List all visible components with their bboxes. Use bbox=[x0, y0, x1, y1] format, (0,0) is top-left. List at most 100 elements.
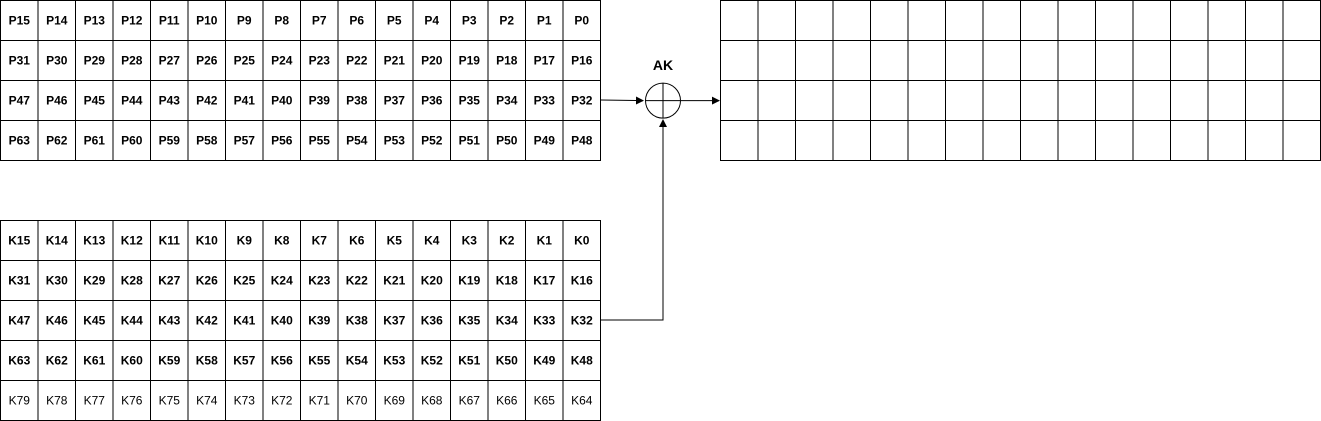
key-cell bbox=[0, 260, 39, 301]
key-cell-label: K79 bbox=[9, 394, 31, 408]
key-cell bbox=[112, 260, 151, 301]
output-cell bbox=[1020, 80, 1059, 121]
plaintext-cell-label: P2 bbox=[499, 14, 514, 28]
key-cell-label: K15 bbox=[8, 234, 30, 248]
plaintext-cell bbox=[487, 0, 526, 41]
plaintext-cell-label: P29 bbox=[84, 54, 106, 68]
key-cell bbox=[112, 380, 151, 421]
output-cell bbox=[1282, 0, 1321, 41]
plaintext-cell-label: P39 bbox=[309, 94, 331, 108]
key-cell bbox=[300, 340, 339, 381]
key-cell-label: K39 bbox=[308, 314, 330, 328]
plaintext-cell-label: P33 bbox=[534, 94, 556, 108]
output-cell bbox=[1207, 120, 1246, 161]
key-cell-label: K76 bbox=[121, 394, 143, 408]
plaintext-cell-label: P58 bbox=[196, 134, 218, 148]
plaintext-cell-label: P25 bbox=[234, 54, 256, 68]
plaintext-cell bbox=[37, 120, 76, 161]
plaintext-cell bbox=[412, 40, 451, 81]
output-cell bbox=[1020, 40, 1059, 81]
output-cell bbox=[1020, 120, 1059, 161]
output-cell bbox=[720, 40, 759, 81]
key-to-xor-arrow bbox=[601, 119, 667, 321]
key-cell bbox=[37, 300, 76, 341]
plaintext-cell bbox=[450, 120, 489, 161]
plaintext-cell-label: P7 bbox=[312, 14, 327, 28]
output-cell bbox=[1057, 40, 1096, 81]
key-cell bbox=[112, 340, 151, 381]
plaintext-cell bbox=[150, 40, 189, 81]
key-cell-label: K45 bbox=[83, 314, 105, 328]
key-cell bbox=[187, 220, 226, 261]
output-cell bbox=[1095, 40, 1134, 81]
output-cell bbox=[1170, 40, 1209, 81]
plaintext-cell-label: P15 bbox=[9, 14, 31, 28]
output-cell bbox=[907, 0, 946, 41]
key-cell bbox=[525, 260, 564, 301]
plaintext-cell bbox=[150, 120, 189, 161]
output-cell bbox=[1095, 0, 1134, 41]
key-cell bbox=[412, 220, 451, 261]
key-cell bbox=[375, 380, 414, 421]
key-cell bbox=[562, 220, 601, 261]
plaintext-cell-label: P22 bbox=[346, 54, 368, 68]
key-cell-label: K54 bbox=[346, 354, 368, 368]
key-cell bbox=[187, 340, 226, 381]
key-cell-label: K4 bbox=[424, 234, 440, 248]
plaintext-cell-label: P27 bbox=[159, 54, 181, 68]
plaintext-cell-label: P32 bbox=[571, 94, 593, 108]
plaintext-cell-label: P19 bbox=[459, 54, 481, 68]
plaintext-cell bbox=[337, 0, 376, 41]
key-cell-label: K24 bbox=[271, 274, 293, 288]
output-cell bbox=[795, 40, 834, 81]
output-cell bbox=[1207, 0, 1246, 41]
plaintext-cell-label: P50 bbox=[496, 134, 518, 148]
plaintext-cell-label: P28 bbox=[121, 54, 143, 68]
key-cell-label: K55 bbox=[308, 354, 330, 368]
plaintext-cell-label: P21 bbox=[384, 54, 406, 68]
key-cell-label: K68 bbox=[421, 394, 443, 408]
key-cell bbox=[525, 380, 564, 421]
output-cell bbox=[1282, 120, 1321, 161]
plaintext-cell-label: P14 bbox=[46, 14, 68, 28]
output-cell bbox=[1095, 120, 1134, 161]
key-cell bbox=[525, 220, 564, 261]
key-cell-label: K49 bbox=[533, 354, 555, 368]
plaintext-cell bbox=[112, 40, 151, 81]
output-cell bbox=[870, 0, 909, 41]
output-cell bbox=[907, 120, 946, 161]
key-cell-label: K67 bbox=[459, 394, 481, 408]
plaintext-cell-label: P46 bbox=[46, 94, 68, 108]
output-cell bbox=[1170, 120, 1209, 161]
plaintext-cell-label: P35 bbox=[459, 94, 481, 108]
key-cell-label: K6 bbox=[349, 234, 365, 248]
plaintext-cell bbox=[187, 0, 226, 41]
plaintext-cell-label: P49 bbox=[534, 134, 556, 148]
plaintext-cell-label: P5 bbox=[387, 14, 402, 28]
key-cell bbox=[0, 380, 39, 421]
output-cell bbox=[1132, 120, 1171, 161]
output-cell bbox=[945, 120, 984, 161]
key-cell-label: K10 bbox=[196, 234, 218, 248]
key-cell-label: K64 bbox=[571, 394, 593, 408]
key-cell bbox=[562, 260, 601, 301]
key-cell bbox=[150, 220, 189, 261]
plaintext-cell bbox=[262, 80, 301, 121]
plaintext-cell bbox=[262, 120, 301, 161]
output-cell bbox=[907, 40, 946, 81]
output-cell bbox=[1245, 120, 1284, 161]
plaintext-cell-label: P59 bbox=[159, 134, 181, 148]
key-cell-label: K31 bbox=[8, 274, 30, 288]
key-cell bbox=[187, 380, 226, 421]
key-cell-label: K0 bbox=[574, 234, 590, 248]
plaintext-cell-label: P0 bbox=[574, 14, 589, 28]
plaintext-cell bbox=[375, 120, 414, 161]
key-cell-label: K46 bbox=[46, 314, 68, 328]
key-cell-label: K71 bbox=[309, 394, 331, 408]
plaintext-cell-label: P8 bbox=[274, 14, 289, 28]
plaintext-cell-label: P51 bbox=[459, 134, 481, 148]
key-cell bbox=[75, 220, 114, 261]
key-cell-label: K57 bbox=[233, 354, 255, 368]
plaintext-cell-label: P60 bbox=[121, 134, 143, 148]
